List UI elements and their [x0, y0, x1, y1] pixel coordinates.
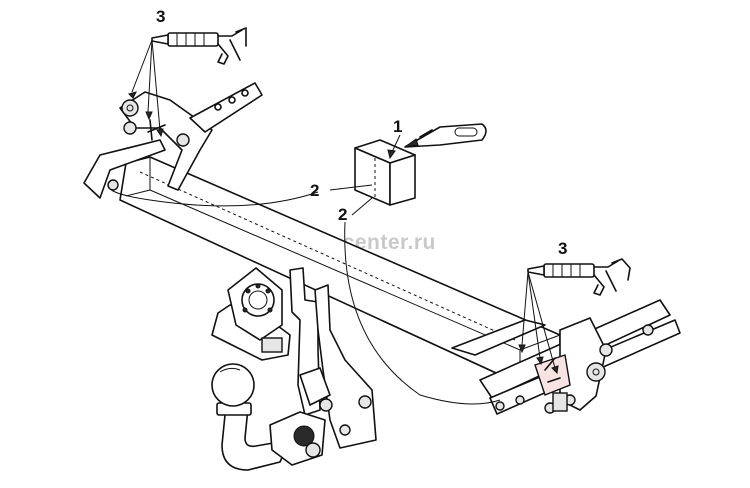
callout-2-right: 2 [338, 205, 347, 224]
electrical-socket [211, 267, 291, 361]
callout-1: 1 [393, 117, 402, 136]
left-mounting-bracket [83, 82, 263, 199]
sealant-gun-icon [151, 27, 247, 65]
right-mounting-bracket [451, 299, 681, 415]
block-icon [354, 139, 416, 206]
sealant-gun-icon [527, 258, 631, 296]
tow-ball-neck [211, 363, 331, 471]
marker-icon [404, 123, 487, 148]
callout-3-left: 3 [156, 7, 165, 26]
leader-lines [107, 39, 559, 405]
callout-3-right: 3 [558, 239, 567, 258]
callout-labels: 3 1 2 2 3 [156, 7, 567, 258]
callout-2-left: 2 [310, 181, 319, 200]
